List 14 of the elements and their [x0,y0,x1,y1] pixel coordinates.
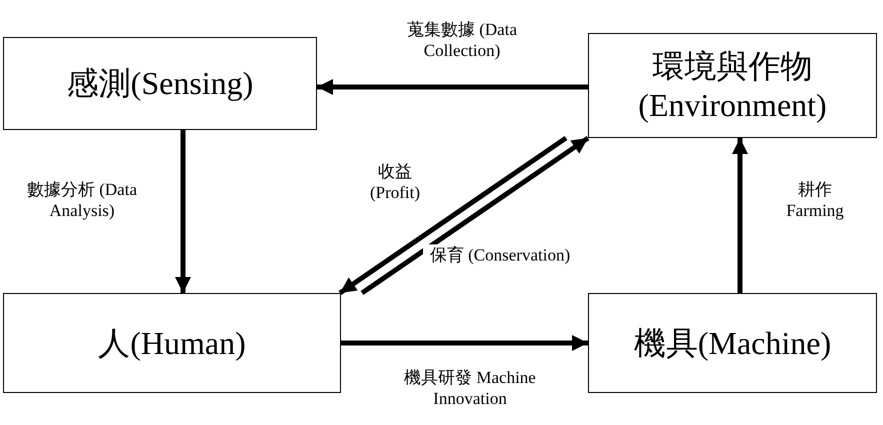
node-label: 感測(Sensing) [66,64,254,103]
arrow [175,130,191,293]
arrow [360,136,590,296]
process-box [3,37,317,130]
arrow [341,335,588,351]
node-label: 人(Human) [98,324,246,362]
arrow [317,79,588,95]
arrow [732,138,748,293]
process-box [3,293,341,393]
process-box [588,293,877,393]
node-label: 環境與作物 (Environment) [637,47,828,124]
arrow [338,136,568,296]
node-label: 機具(Machine) [634,324,832,362]
process-box [588,33,877,138]
